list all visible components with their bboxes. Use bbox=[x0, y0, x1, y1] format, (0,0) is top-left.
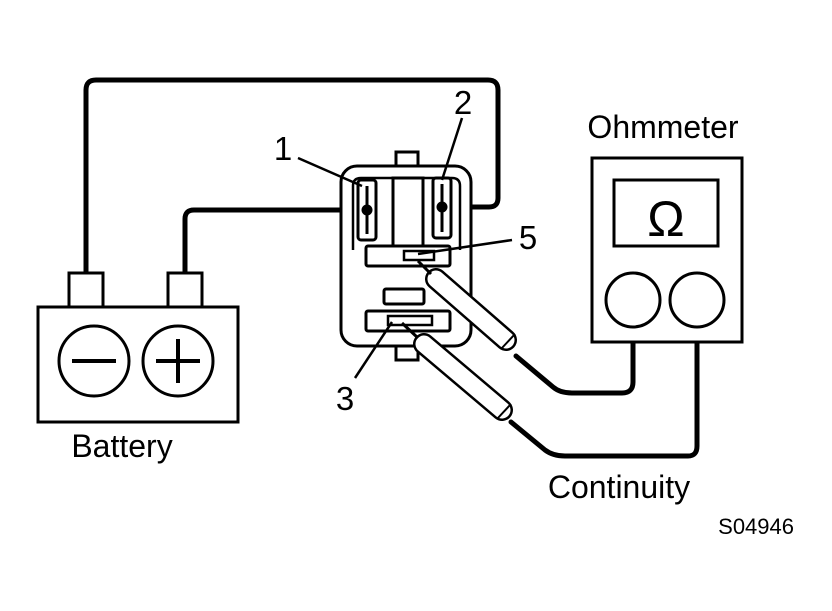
battery bbox=[36, 271, 240, 424]
minus-icon bbox=[57, 324, 131, 398]
leader-terminal-3 bbox=[353, 321, 394, 379]
terminal-3-label: 3 bbox=[336, 380, 354, 417]
battery-neg-post bbox=[67, 271, 105, 309]
ohmmeter-jack-left bbox=[604, 271, 662, 329]
terminal-2-label: 2 bbox=[454, 84, 472, 121]
ohm-symbol-icon: Ω bbox=[647, 191, 684, 247]
ohmmeter-jack-right bbox=[668, 271, 726, 329]
terminal-5-label: 5 bbox=[519, 219, 537, 256]
plus-icon bbox=[141, 324, 215, 398]
terminal-1-label: 1 bbox=[274, 130, 292, 167]
ohmmeter-label: Ohmmeter bbox=[587, 109, 738, 145]
wire-battery-negative-to-terminal-2 bbox=[83, 77, 501, 276]
labels: 1 2 5 3 Ohmmeter Battery Continuity S049… bbox=[71, 84, 794, 539]
leader-lines bbox=[297, 117, 513, 379]
wire-probe-upper-to-ohmmeter bbox=[513, 323, 636, 396]
leader-terminal-5 bbox=[417, 238, 513, 256]
relay-middle-slot bbox=[382, 287, 426, 306]
drawing-code: S04946 bbox=[718, 514, 794, 539]
continuity-label: Continuity bbox=[548, 469, 690, 505]
terminal-1-contact bbox=[361, 204, 373, 216]
relay bbox=[339, 150, 473, 362]
leader-terminal-1 bbox=[297, 156, 363, 188]
wire-battery-positive-to-terminal-1 bbox=[182, 207, 369, 276]
wiring bbox=[83, 77, 700, 459]
ohmmeter-display bbox=[612, 178, 720, 248]
battery-pos-post bbox=[166, 271, 204, 309]
battery-label: Battery bbox=[71, 428, 172, 464]
leader-terminal-2 bbox=[440, 117, 464, 181]
test-probes bbox=[400, 259, 517, 421]
terminal-2-contact bbox=[436, 201, 448, 213]
terminal-5-slot bbox=[364, 244, 452, 268]
relay-center-block bbox=[391, 176, 425, 248]
ohmmeter: Ω bbox=[590, 156, 744, 344]
probe-upper bbox=[416, 259, 517, 351]
probe-lower bbox=[400, 321, 513, 421]
wire-probe-lower-to-ohmmeter bbox=[508, 323, 700, 459]
